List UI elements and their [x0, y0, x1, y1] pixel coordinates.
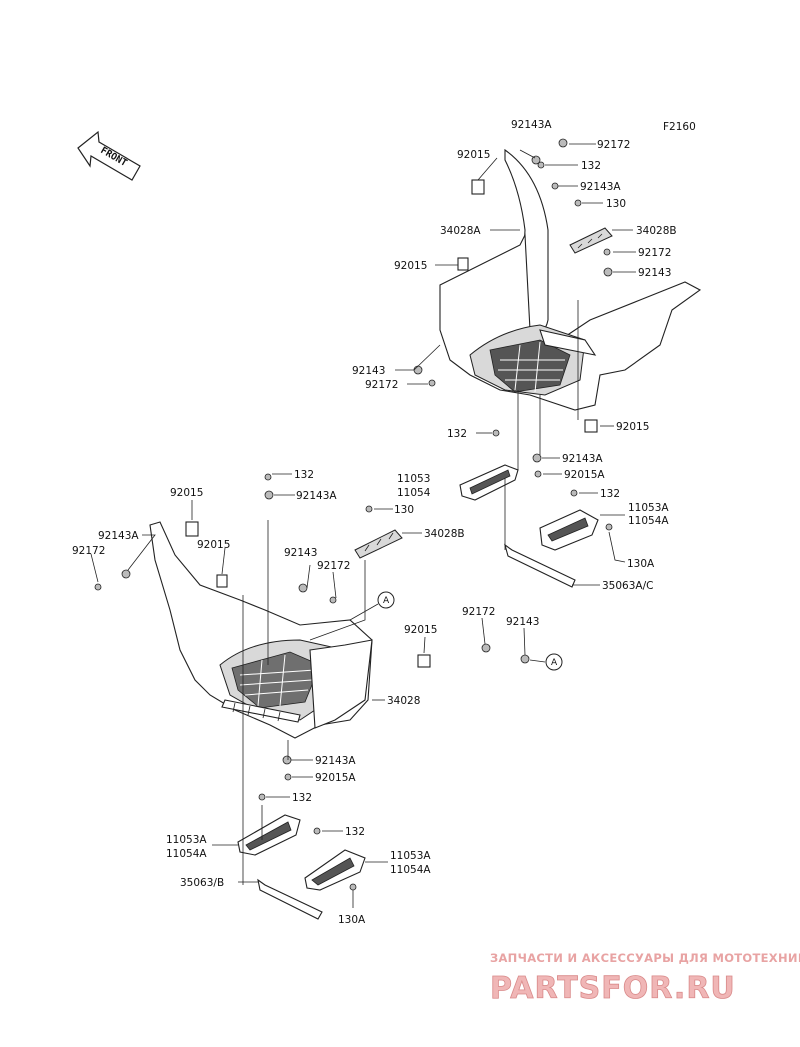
label-34028A: 34028A — [440, 225, 481, 237]
label-132: 132 — [345, 826, 365, 838]
label-130A: 130A — [627, 558, 655, 570]
label-11053: 11053 — [397, 473, 430, 485]
label-11053A: 11053A — [166, 834, 207, 846]
ref-a-circle-label: A — [383, 596, 390, 606]
label-92172: 92172 — [365, 379, 398, 391]
label-92015A: 92015A — [315, 772, 356, 784]
label-92015: 92015 — [616, 421, 649, 433]
label-132: 132 — [600, 488, 620, 500]
ref-a-hardware — [481, 617, 563, 671]
watermark-tagline: ЗАПЧАСТИ И АКСЕССУАРЫ ДЛЯ МОТОТЕХНИКИ — [490, 951, 800, 965]
figure-code: F2160 — [663, 121, 696, 133]
label-130A: 130A — [338, 914, 366, 926]
label-92143: 92143 — [284, 547, 317, 559]
right-foot-grid — [489, 339, 571, 393]
label-92172: 92172 — [72, 545, 105, 557]
label-35063A-C: 35063A/C — [602, 580, 653, 592]
label-92172: 92172 — [597, 139, 630, 151]
label-92143: 92143 — [352, 365, 385, 377]
label-132: 132 — [447, 428, 467, 440]
label-34028B: 34028B — [636, 225, 677, 237]
label-92172: 92172 — [462, 606, 495, 618]
watermark-logo: PARTSFOR.RU — [490, 971, 736, 1006]
label-92015A: 92015A — [564, 469, 605, 481]
label-92143A: 92143A — [511, 119, 552, 131]
right-footrest-assembly — [395, 138, 702, 588]
left-foot-grid — [231, 651, 321, 709]
label-92015: 92015 — [197, 539, 230, 551]
label-92143: 92143 — [506, 616, 539, 628]
label-92172: 92172 — [638, 247, 671, 259]
label-92015: 92015 — [404, 624, 437, 636]
label-92143A: 92143A — [562, 453, 603, 465]
ref-a-circle-label: A — [551, 658, 558, 668]
label-92172: 92172 — [317, 560, 350, 572]
front-arrow-icon: FRONT — [77, 130, 141, 181]
label-11053A: 11053A — [628, 502, 669, 514]
label-132: 132 — [294, 469, 314, 481]
label-132: 132 — [581, 160, 601, 172]
label-92143A: 92143A — [580, 181, 621, 193]
label-92015: 92015 — [170, 487, 203, 499]
label-34028: 34028 — [387, 695, 420, 707]
label-92015: 92015 — [457, 149, 490, 161]
label-11054A: 11054A — [390, 864, 431, 876]
label-132: 132 — [292, 792, 312, 804]
label-35063-B: 35063/B — [180, 877, 224, 889]
label-130: 130 — [606, 198, 626, 210]
label-11053A: 11053A — [390, 850, 431, 862]
label-130: 130 — [394, 504, 414, 516]
label-34028B: 34028B — [424, 528, 465, 540]
label-92143A: 92143A — [315, 755, 356, 767]
label-92143A: 92143A — [296, 490, 337, 502]
label-92143: 92143 — [638, 267, 671, 279]
left-footrest-assembly — [90, 473, 431, 920]
label-92015: 92015 — [394, 260, 427, 272]
label-92143A: 92143A — [98, 530, 139, 542]
label-11054: 11054 — [397, 487, 431, 499]
label-11054A: 11054A — [628, 515, 669, 527]
label-11054A: 11054A — [166, 848, 207, 860]
